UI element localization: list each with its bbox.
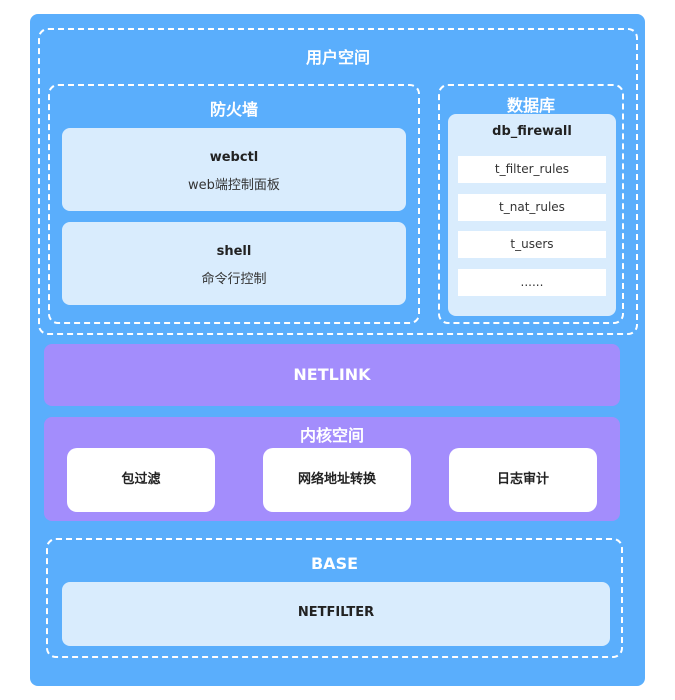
firewall-title: 防火墙 — [209, 100, 258, 119]
table-row: t_filter_rules — [458, 156, 606, 183]
architecture-diagram: 用户空间 防火墙 webctl web端控制面板 shell 命令行控制 数据库… — [30, 14, 645, 686]
db-firewall-card: db_firewall t_filter_rules t_nat_rules t… — [448, 114, 616, 316]
db-name: db_firewall — [492, 124, 572, 139]
packet-filter-box: 包过滤 — [67, 448, 215, 512]
webctl-desc: web端控制面板 — [188, 178, 280, 193]
log-audit-box: 日志审计 — [449, 448, 597, 512]
database-group: 数据库 db_firewall t_filter_rules t_nat_rul… — [438, 84, 624, 324]
shell-desc: 命令行控制 — [201, 272, 267, 287]
base-title: BASE — [310, 554, 359, 573]
user-space-group: 用户空间 防火墙 webctl web端控制面板 shell 命令行控制 数据库… — [38, 28, 638, 335]
database-title: 数据库 — [506, 96, 555, 115]
shell-name: shell — [216, 244, 252, 259]
netlink-title: NETLINK — [293, 365, 371, 384]
netfilter-card: NETFILTER — [62, 582, 610, 646]
kernel-space-title: 内核空间 — [299, 426, 364, 445]
kernel-space-group: 内核空间 包过滤 网络地址转换 日志审计 — [44, 417, 620, 521]
webctl-card: webctl web端控制面板 — [62, 128, 406, 211]
user-space-title: 用户空间 — [305, 48, 370, 67]
nat-box: 网络地址转换 — [263, 448, 411, 512]
shell-card: shell 命令行控制 — [62, 222, 406, 305]
netlink-bar: NETLINK — [44, 344, 620, 406]
table-row-ellipsis: ...... — [458, 269, 606, 296]
webctl-name: webctl — [209, 150, 259, 165]
firewall-group: 防火墙 webctl web端控制面板 shell 命令行控制 — [48, 84, 420, 324]
base-group: BASE NETFILTER — [46, 538, 623, 658]
netfilter-label: NETFILTER — [297, 605, 375, 620]
table-row: t_nat_rules — [458, 194, 606, 221]
table-row: t_users — [458, 231, 606, 258]
